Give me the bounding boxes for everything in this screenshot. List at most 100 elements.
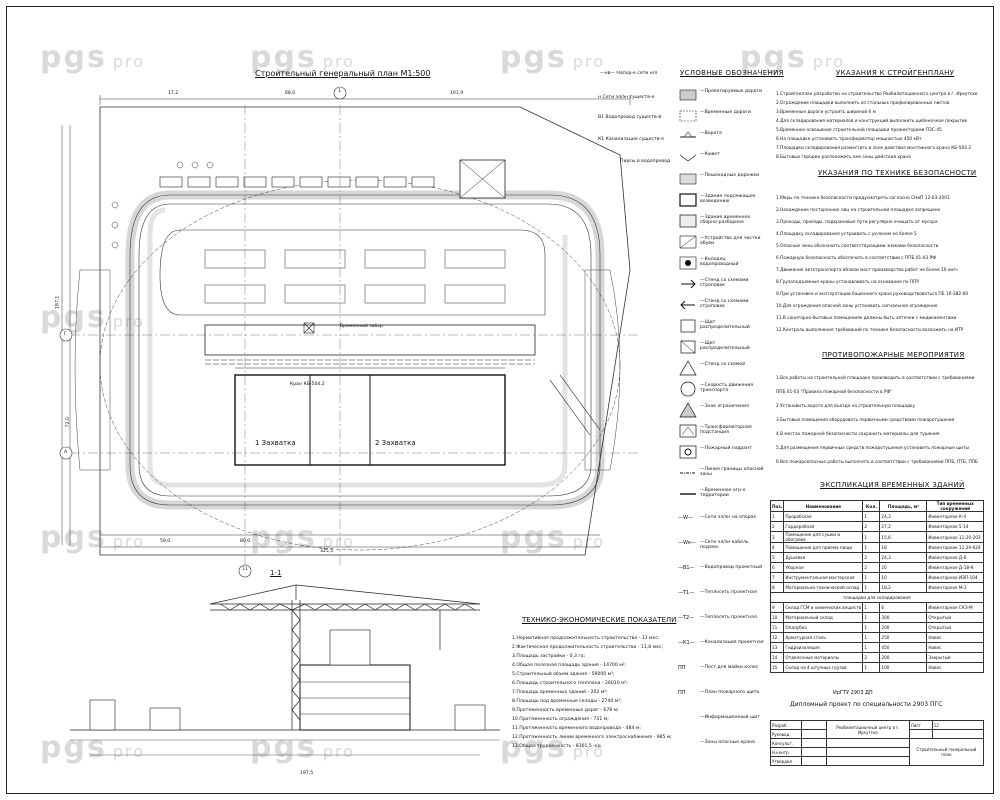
table-cell: Арматурная сталь [783,632,864,643]
legend-label: —Сети эл/эн кабель подзем. [700,540,749,550]
legend-line-symbol: —Wк— [678,540,696,546]
legend-top-item: н Сети эл/эн существ-е [598,95,655,100]
explication-title: ЭКСПЛИКАЦИЯ ВРЕМЕННЫХ ЗДАНИЙ [820,481,965,489]
table-cell: Инвентарное К-4 [926,511,984,522]
note-line: 2.Нахождение посторонних лиц на строител… [776,208,941,213]
notes-safety-title: УКАЗАНИЯ ПО ТЕХНИКЕ БЕЗОПАСНОСТИ [818,169,977,177]
tep-line: 9.Протяженность временных дорог - 678 м; [512,708,619,713]
note-line: ППБ 01-03 "Правила пожарной безопасности… [776,390,893,395]
table-cell: 8 [769,582,785,593]
legend-item: —Линия границы опасной зоны [678,462,766,488]
legend-symbol-icon [679,256,697,270]
crane-label: Кран КБ-504.2 [290,382,325,387]
legend-label: —Скорость движения транспорта [700,383,754,393]
table-cell: 14 [769,652,785,663]
table-cell: 2 [862,521,881,532]
bottom-dimension: 59,0 [160,539,171,544]
legend-symbol-icon [680,319,696,333]
legend-line-item: ПП—План пожарного щита [678,685,766,711]
legend-item: —Стенд со схемами строповок [678,273,766,299]
table-cell: 450 [879,642,928,653]
legend-label: —Трансформаторная подстанция [700,425,752,435]
table-cell: 4 [769,542,785,553]
table-cell: Материально-технический склад [783,582,864,593]
table-cell: 18,2 [879,582,928,593]
tep-line: 4.Общая полезная площадь здания - 14700 … [512,663,627,668]
site-boundary [99,106,631,556]
table-cell: Открытый [926,612,984,623]
table-cell: 13 [769,642,785,653]
note-line: 10.Для ограждения опасной зоны установит… [776,304,938,309]
legend-label: —Знак ограничения [700,404,749,409]
table-cell: Инвентарное 11-20-203 [926,531,984,543]
stamp-title: Дипломный проект по специальности 2903 П… [790,701,943,708]
table-cell: 1 [862,622,881,633]
table-cell: 1 [769,511,785,522]
table-cell: 11 [769,622,785,633]
legend-label: —Стенд со схемами строповок [700,299,749,309]
legend-item: —Скорость движения транспорта [678,378,766,404]
crane-zone [99,179,621,551]
tree-marks [111,161,214,249]
legend-label: —Стенд со схемами строповок [700,278,749,288]
table-cell: Навес [926,642,984,653]
legend-item: —Ворота [678,126,766,152]
top-dimension: 68,0 [285,91,296,96]
axis-marker [238,564,252,578]
legend-symbol-icon [679,360,697,376]
legend-label: —Щит распределительный [700,341,750,351]
explication-table: Поз. Наименование Кол. Площадь, м² Тип в… [769,500,984,673]
legend-top-item: —нв— Напор-е сети н/л [600,71,658,76]
note-line: 7.Движение автотранспорта вблизи мест пр… [776,268,958,273]
section-title: 1-1 [270,569,282,577]
temp-buildings [159,176,435,188]
stamp-role: Консульт. [770,738,802,748]
legend-item: —Колодец водопроводный [678,252,766,278]
table-cell: 7 [769,572,785,583]
note-line: 9.При установке и эксплуатации башенного… [776,292,969,297]
legend-symbol-icon [680,131,696,138]
legend-line-item: —Т1——Теплосеть проектная [678,585,766,611]
legend-label: —Водопровод проектный [700,565,763,570]
table-cell: 9 [769,602,785,613]
axis-marker [333,86,347,100]
legend-label: —Теплосеть проектная [700,615,757,620]
stamp-drawing: Строительный генеральный план [908,738,985,766]
legend-item: —Кювет [678,147,766,173]
legend-item: —Трансформаторная подстанция [678,420,766,446]
table-cell: 2 [862,552,881,563]
legend-item: —Щит распределительный [678,336,766,362]
table-cell: 1 [862,612,881,623]
bottom-dimension: 325,5 [320,549,334,554]
table-cell: Открытый [926,622,984,633]
top-dimension: 17,2 [168,91,179,96]
legend-item: —Стенд со схемой [678,357,766,383]
table-cell: 20 [879,562,928,573]
note-line: 8.Бытовые городки расположить вне зоны д… [776,155,911,160]
legend-item: —Пожарный гидрант [678,441,766,467]
section-drawing [70,584,500,756]
legend-item: —Здание временное сборно-разборное [678,210,766,236]
tep-line: 7.Площадь временных зданий - 202 м²; [512,690,608,695]
table-cell: 300 [879,612,928,623]
table-cell: 250 [879,632,928,643]
legend-symbol-icon [679,110,697,122]
stamp-role: Утвердил [770,756,802,766]
stamp-code: ИрГТУ 2903 ДП [833,690,873,696]
sheet-label: Лист [908,720,933,730]
table-cell: 24,3 [879,511,928,522]
note-line: 7.Площадки складирования разместить в зо… [776,146,972,151]
legend-item: —Проектируемые дороги [678,84,766,110]
table-cell: 2 [862,652,881,663]
column-header: Поз. [769,500,785,512]
bottom-dimension: 80,0 [240,539,251,544]
note-line: 5.Временное освещение строительной площа… [776,128,942,133]
